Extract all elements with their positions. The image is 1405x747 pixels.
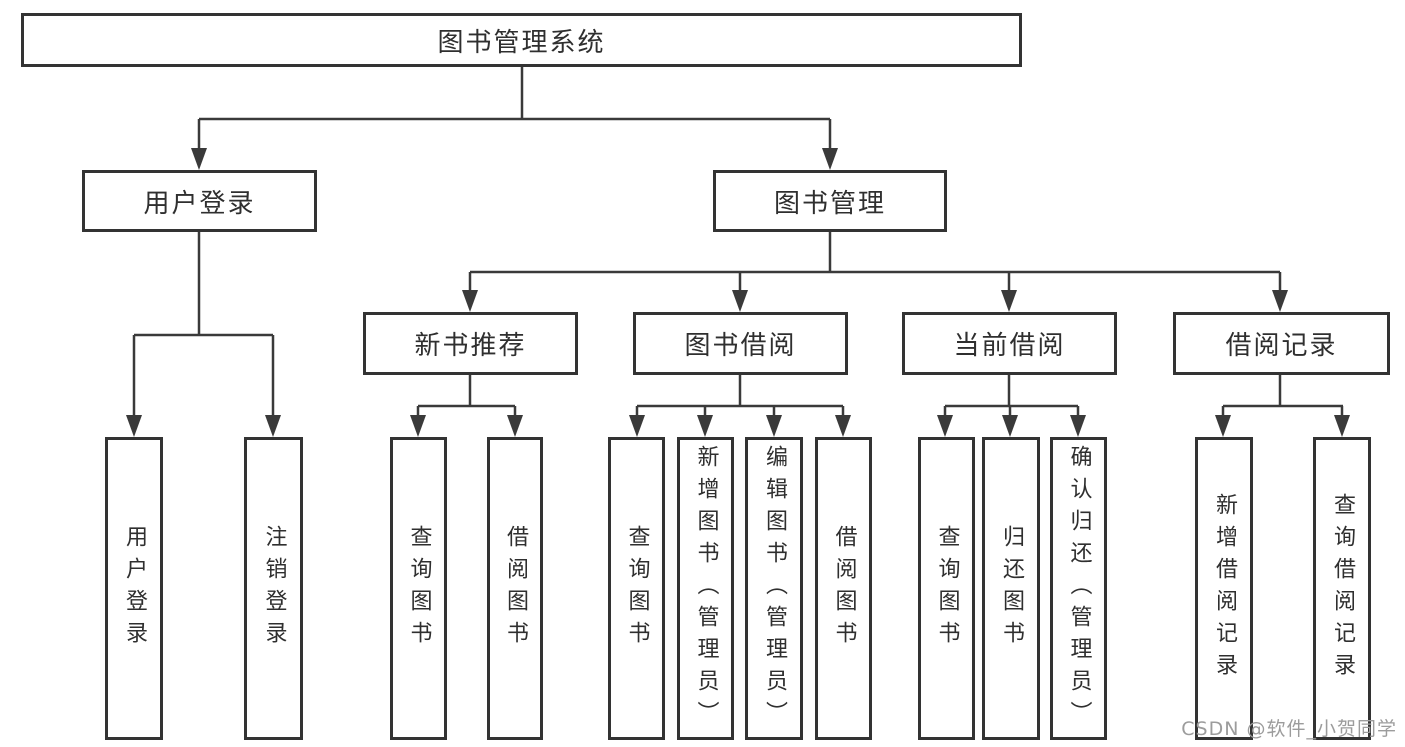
arrow-icon bbox=[1002, 415, 1018, 437]
csdn-watermark: CSDN @软件_小贺同学 bbox=[1181, 718, 1397, 740]
leaf-label: 注销登录 bbox=[261, 524, 287, 653]
leaf-query-books-borrowing: 查询图书 bbox=[608, 437, 665, 740]
leaf-label: 查询图书 bbox=[624, 524, 650, 653]
leaf-query-books-current: 查询图书 bbox=[918, 437, 975, 740]
arrow-icon bbox=[126, 415, 142, 437]
arrow-icon bbox=[1272, 290, 1288, 312]
arrow-icon bbox=[1070, 415, 1086, 437]
node-user-login: 用户登录 bbox=[82, 170, 317, 232]
leaf-label: 查询图书 bbox=[934, 524, 960, 653]
leaf-query-borrow-record: 查询借阅记录 bbox=[1313, 437, 1371, 740]
arrow-icon bbox=[629, 415, 645, 437]
leaf-label: 归还图书 bbox=[999, 524, 1024, 653]
leaf-logout: 注销登录 bbox=[244, 437, 303, 740]
leaf-query-books-recommend: 查询图书 bbox=[390, 437, 447, 740]
leaf-label: 新增图书（管理员） bbox=[693, 444, 719, 733]
arrow-icon bbox=[697, 415, 713, 437]
leaf-user-login: 用户登录 bbox=[105, 437, 163, 740]
arrow-icon bbox=[410, 415, 426, 437]
arrow-icon bbox=[937, 415, 953, 437]
arrow-icon bbox=[732, 290, 748, 312]
leaf-add-borrow-record: 新增借阅记录 bbox=[1195, 437, 1253, 740]
leaf-borrow-books: 借阅图书 bbox=[815, 437, 872, 740]
node-current-borrowing: 当前借阅 bbox=[902, 312, 1117, 375]
node-book-management: 图书管理 bbox=[713, 170, 947, 232]
arrow-icon bbox=[191, 148, 207, 170]
arrow-icon bbox=[507, 415, 523, 437]
node-new-book-recommend: 新书推荐 bbox=[363, 312, 578, 375]
arrow-icon bbox=[1215, 415, 1231, 437]
leaf-label: 借阅图书 bbox=[503, 524, 528, 653]
leaf-label: 用户登录 bbox=[122, 524, 147, 653]
leaf-label: 新增借阅记录 bbox=[1212, 492, 1237, 685]
arrow-icon bbox=[265, 415, 281, 437]
leaf-label: 确认归还（管理员） bbox=[1066, 444, 1092, 733]
leaf-edit-books-admin: 编辑图书（管理员） bbox=[745, 437, 803, 740]
arrow-icon bbox=[462, 290, 478, 312]
node-book-borrowing: 图书借阅 bbox=[633, 312, 848, 375]
arrow-icon bbox=[766, 415, 782, 437]
leaf-borrow-books-recommend: 借阅图书 bbox=[487, 437, 543, 740]
arrow-icon bbox=[822, 148, 838, 170]
node-library-management-system: 图书管理系统 bbox=[21, 13, 1022, 67]
leaf-add-books-admin: 新增图书（管理员） bbox=[677, 437, 734, 740]
node-borrowing-records: 借阅记录 bbox=[1173, 312, 1390, 375]
arrow-icon bbox=[835, 415, 851, 437]
leaf-label: 借阅图书 bbox=[831, 524, 857, 653]
leaf-label: 编辑图书（管理员） bbox=[762, 444, 787, 733]
leaf-label: 查询图书 bbox=[406, 524, 432, 653]
leaf-label: 查询借阅记录 bbox=[1330, 492, 1355, 685]
arrow-icon bbox=[1001, 290, 1017, 312]
leaf-return-books: 归还图书 bbox=[982, 437, 1040, 740]
leaf-confirm-return-admin: 确认归还（管理员） bbox=[1050, 437, 1107, 740]
arrow-icon bbox=[1334, 415, 1350, 437]
